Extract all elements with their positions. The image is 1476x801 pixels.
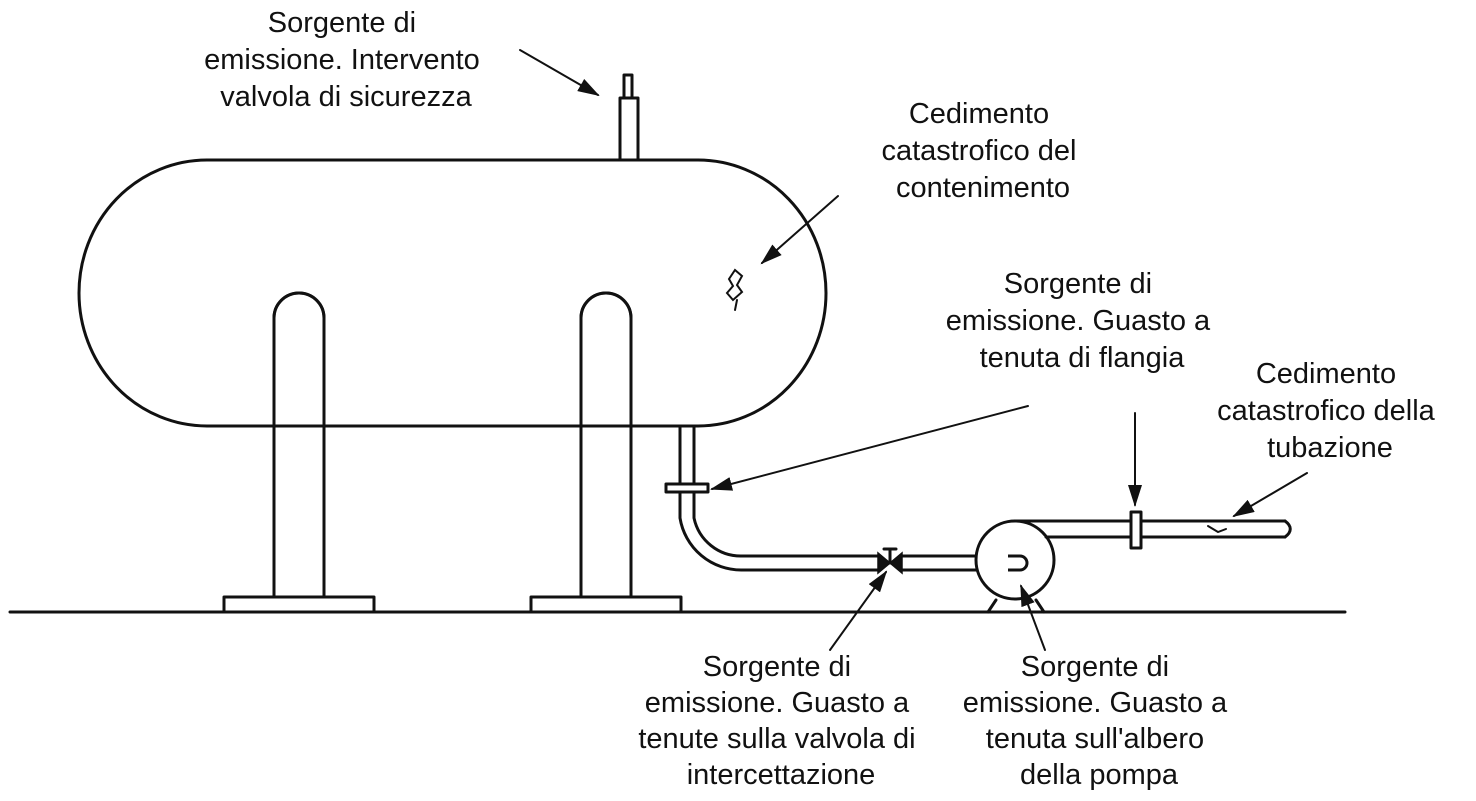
crack-mark bbox=[725, 268, 744, 302]
tank-support-left bbox=[222, 291, 376, 614]
arrow-pump-shaft bbox=[1020, 584, 1046, 651]
pipe-crack-mark bbox=[1207, 525, 1227, 534]
label-containment-failure: Cedimento catastrofico del contenimento bbox=[881, 98, 1084, 204]
arrow-valve bbox=[829, 570, 888, 651]
label-pump-shaft-seal: Sorgente di emissione. Guasto a tenuta s… bbox=[963, 651, 1235, 791]
arrow-containment bbox=[760, 195, 839, 265]
discharge-flange bbox=[1129, 510, 1143, 550]
discharge-pipe bbox=[1038, 519, 1292, 539]
label-flange-seal: Sorgente di emissione. Guasto a tenuta d… bbox=[946, 268, 1218, 374]
arrow-flange bbox=[710, 405, 1029, 491]
arrow-pipe-crack bbox=[1232, 472, 1308, 518]
arrow-relief-valve bbox=[519, 49, 600, 96]
relief-valve-stack bbox=[618, 73, 640, 162]
pipe-flange bbox=[664, 482, 710, 494]
label-relief-valve: Sorgente di emissione. Intervento valvol… bbox=[204, 7, 488, 113]
tank-support-right bbox=[529, 291, 683, 614]
label-pipe-failure: Cedimento catastrofico della tubazione bbox=[1217, 358, 1443, 464]
outlet-pipe bbox=[678, 424, 882, 572]
label-valve-seal: Sorgente di emissione. Guasto a tenute s… bbox=[638, 651, 923, 791]
pump bbox=[974, 519, 1060, 614]
storage-tank bbox=[77, 158, 828, 428]
isolation-valve bbox=[877, 547, 903, 575]
